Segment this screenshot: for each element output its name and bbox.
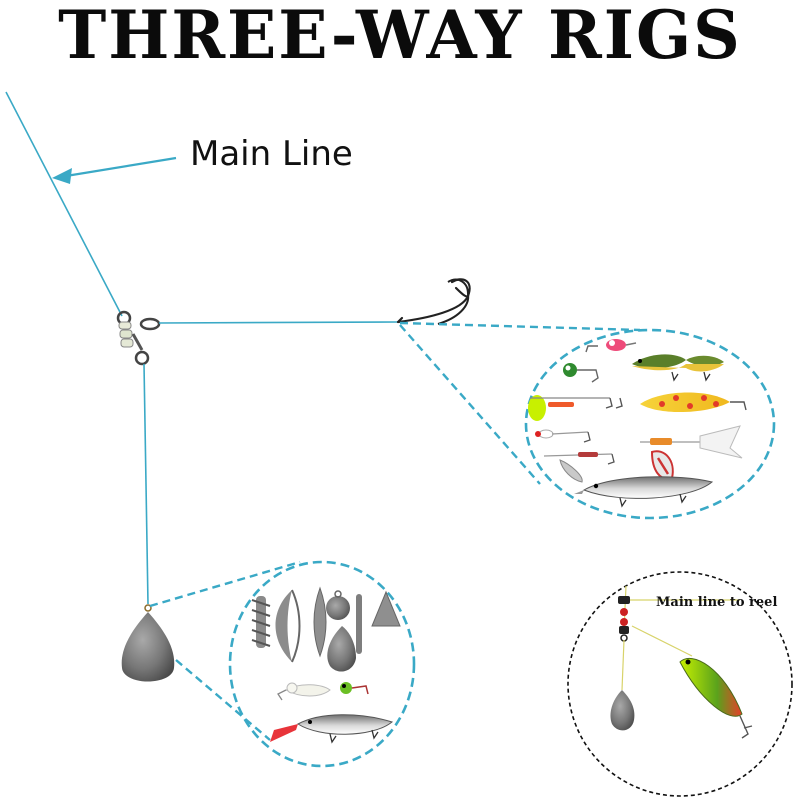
pink-jig-icon xyxy=(585,339,637,353)
main-line-label: Main Line xyxy=(190,134,353,174)
jointed-minnow-icon xyxy=(632,354,724,382)
ball-weight-icon xyxy=(326,590,350,620)
bar-weight-icon xyxy=(356,594,362,654)
lure-circle xyxy=(524,328,776,520)
willow-spinner-icon xyxy=(543,452,615,483)
hook-line xyxy=(158,321,399,324)
sinker-line xyxy=(143,363,149,605)
connector-sinker-bottom xyxy=(175,659,271,741)
spiral-weight-icon xyxy=(251,596,271,648)
pyramid-weight-icon xyxy=(371,590,401,627)
weights-circle xyxy=(228,560,416,768)
yellow-spoon-icon xyxy=(640,392,747,413)
glow-jig-icon xyxy=(277,682,331,701)
weights-collection xyxy=(251,586,401,744)
sinker-weight xyxy=(121,604,175,682)
connector-top xyxy=(399,321,641,332)
main-line-to-reel-label: Main line to reel xyxy=(656,595,778,610)
main-line xyxy=(5,91,123,317)
inset-circle xyxy=(567,571,793,797)
bucktail-spinner-icon xyxy=(640,425,743,480)
red-white-spinner-icon xyxy=(535,429,591,443)
main-line-arrow xyxy=(52,156,177,184)
lure-collection xyxy=(528,339,747,508)
connector-bottom xyxy=(399,324,541,485)
torpedo-weight-icon xyxy=(313,586,327,658)
green-jig-small-icon xyxy=(340,682,369,695)
three-way-swivel xyxy=(116,310,161,366)
chartreuse-spinner-icon xyxy=(528,395,623,421)
connector-sinker-top xyxy=(149,560,301,608)
egg-weight-icon xyxy=(327,626,356,672)
green-jighead-icon xyxy=(563,363,599,383)
hook-icon xyxy=(396,278,471,324)
crankbait-icon xyxy=(270,714,394,744)
inset-rig-photo xyxy=(610,585,753,739)
silver-minnow-icon xyxy=(574,476,714,508)
crescent-weight-icon xyxy=(275,589,301,663)
page-title: THREE-WAY RIGS xyxy=(58,0,742,74)
